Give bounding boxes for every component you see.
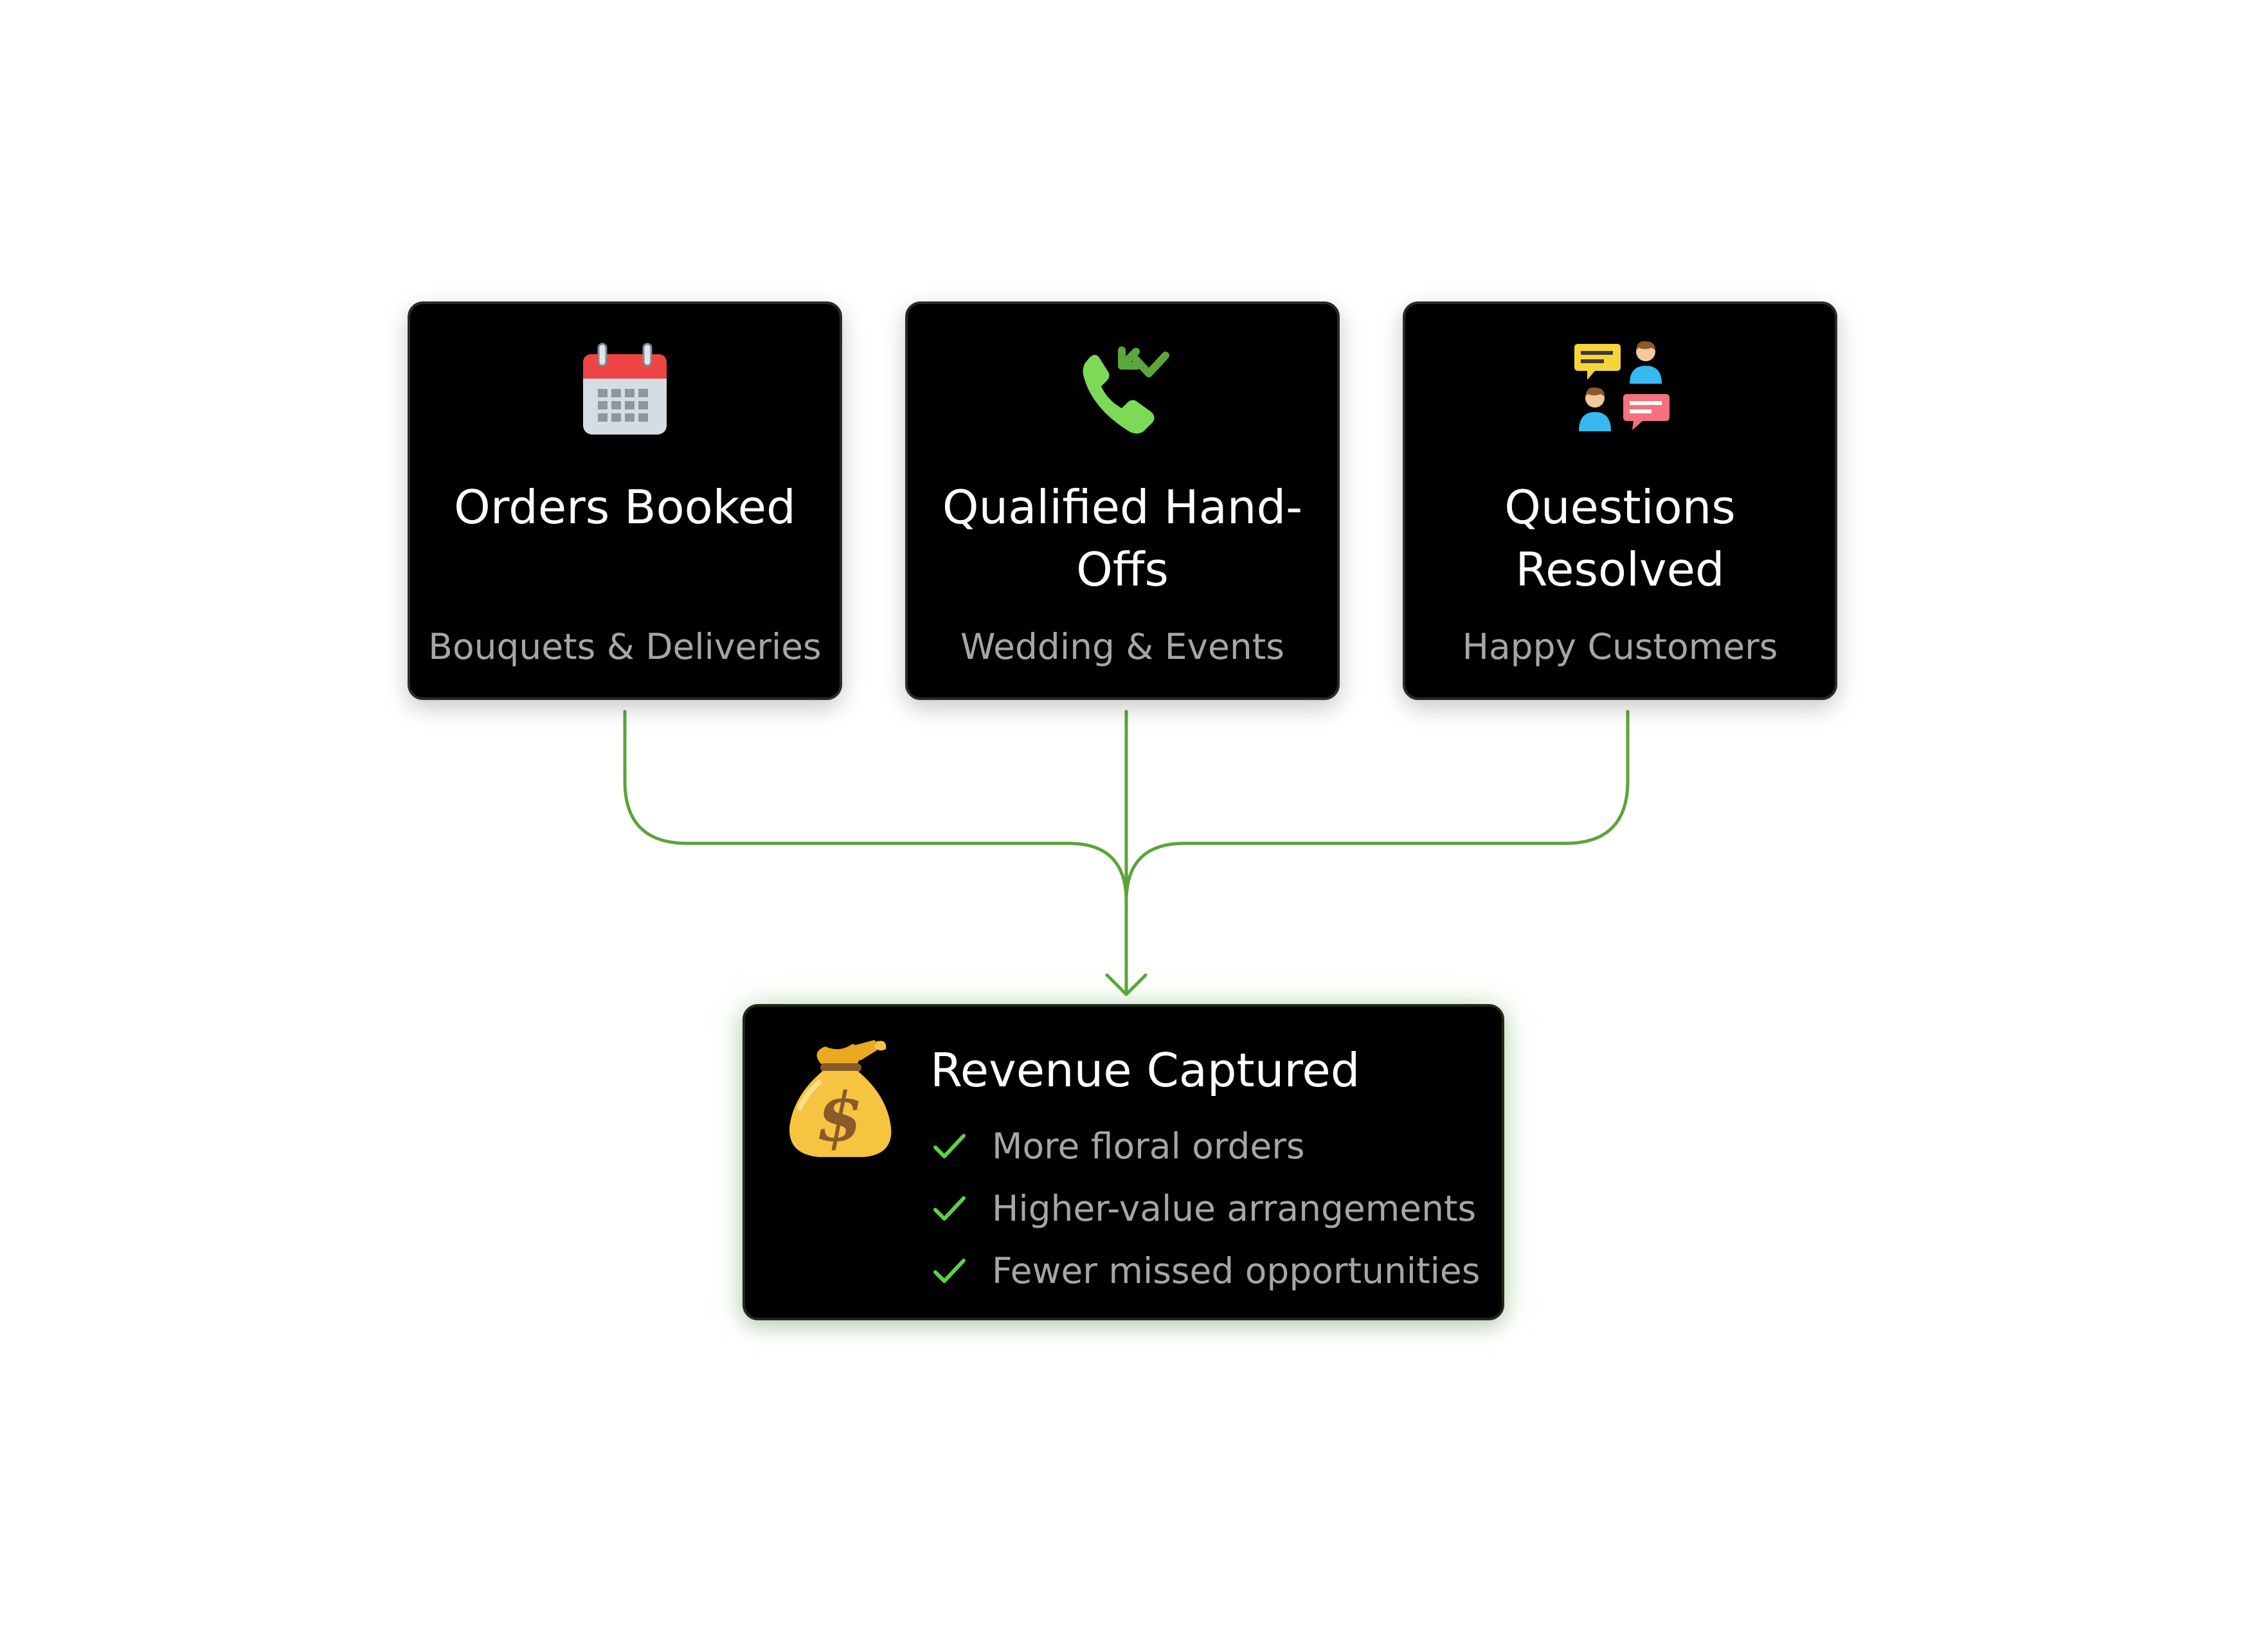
benefit-text: Fewer missed opportunities [992,1250,1480,1291]
checkmark-icon [933,1133,966,1158]
card-subtitle: Bouquets & Deliveries [428,626,822,667]
card-subtitle: Wedding & Events [960,626,1284,667]
money-bag-icon: $ [789,1040,892,1157]
card-orders-booked: Orders Booked Bouquets & Deliveries [408,301,842,700]
benefit-item: More floral orders [930,1115,1480,1177]
connector-left [623,710,1128,903]
checkmark-icon [933,1196,966,1221]
benefit-list: More floral orders Higher-value arrangem… [930,1115,1480,1302]
outcome-title: Revenue Captured [930,1043,1360,1097]
incoming-call-icon [1083,346,1169,434]
benefit-item: Higher-value arrangements [930,1177,1480,1239]
benefit-text: Higher-value arrangements [992,1187,1477,1229]
card-title: Qualified Hand-Offs [942,480,1303,597]
connector-right [1124,710,1630,903]
svg-text:$: $ [816,1077,863,1156]
connector-arrowhead [1105,973,1148,996]
card-title: Questions Resolved [1504,480,1736,597]
calendar-icon [583,343,667,435]
benefit-item: Fewer missed opportunities [930,1239,1480,1302]
card-revenue-captured: $ Revenue Captured More floral orders Hi… [742,1004,1504,1320]
checkmark-icon [933,1258,966,1283]
card-questions-resolved: Questions Resolved Happy Customers [1403,301,1837,700]
card-subtitle: Happy Customers [1462,626,1778,667]
conversation-icon [1574,341,1670,431]
benefit-text: More floral orders [992,1125,1305,1167]
card-title: Orders Booked [454,480,796,534]
card-qualified-hand-offs: Qualified Hand-Offs Wedding & Events [905,301,1340,700]
